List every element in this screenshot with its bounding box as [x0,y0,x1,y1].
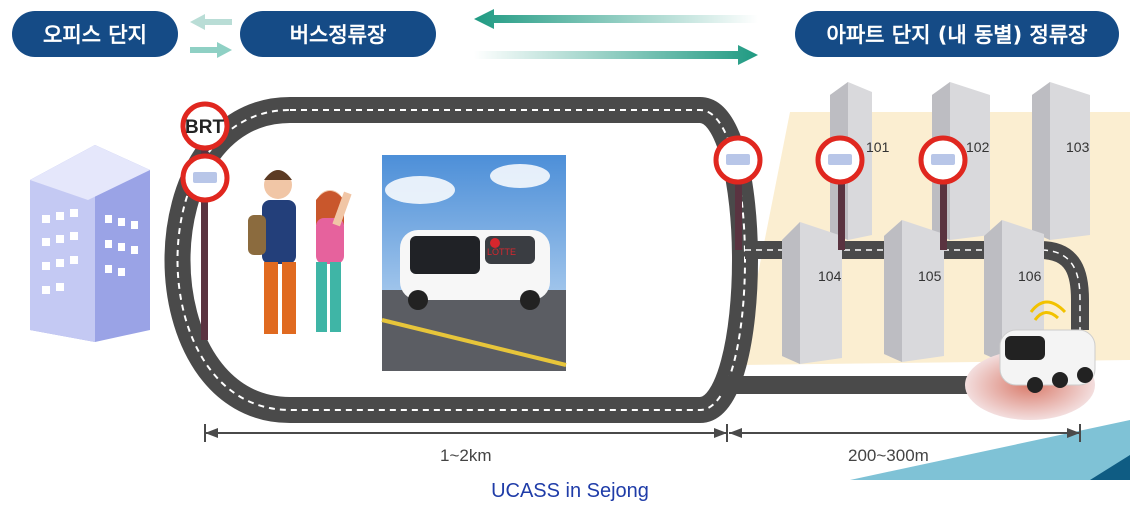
caption: UCASS in Sejong [491,480,649,502]
office-complex-label: 오피스 단지 [12,11,178,57]
bus-stop-sign [713,135,763,250]
building-106: 106 [984,220,1044,362]
distance-label-apartment: 200~300m [848,446,929,465]
svg-text:LOTTE: LOTTE [487,247,516,257]
distance-label-loop: 1~2km [440,446,492,465]
svg-text:103: 103 [1066,139,1090,155]
svg-text:106: 106 [1018,268,1042,284]
svg-text:102: 102 [966,139,990,155]
svg-text:BRT: BRT [185,117,224,138]
brt-stop-sign: BRT [180,101,230,340]
distance-lines [204,424,1081,442]
bus-stop-sign [918,135,968,250]
people-icon [248,170,352,334]
bus-stop-label: 버스정류장 [240,11,436,57]
short-arrows [190,14,232,58]
apartment-stop-label: 아파트 단지 (내 동별) 정류장 [795,11,1119,57]
building-105: 105 [884,220,944,362]
corner-accent [850,420,1130,480]
svg-text:104: 104 [818,268,842,284]
svg-text:105: 105 [918,268,942,284]
svg-text:101: 101 [866,139,890,155]
building-103: 103 [1032,82,1090,240]
long-arrows [474,9,758,65]
building-104: 104 [782,222,842,364]
corner-accent [1090,455,1130,480]
bus-stop-sign [815,135,865,250]
vehicle-photo: LOTTE [381,155,567,371]
shuttle-icon [965,300,1096,420]
office-building-icon [30,145,150,342]
